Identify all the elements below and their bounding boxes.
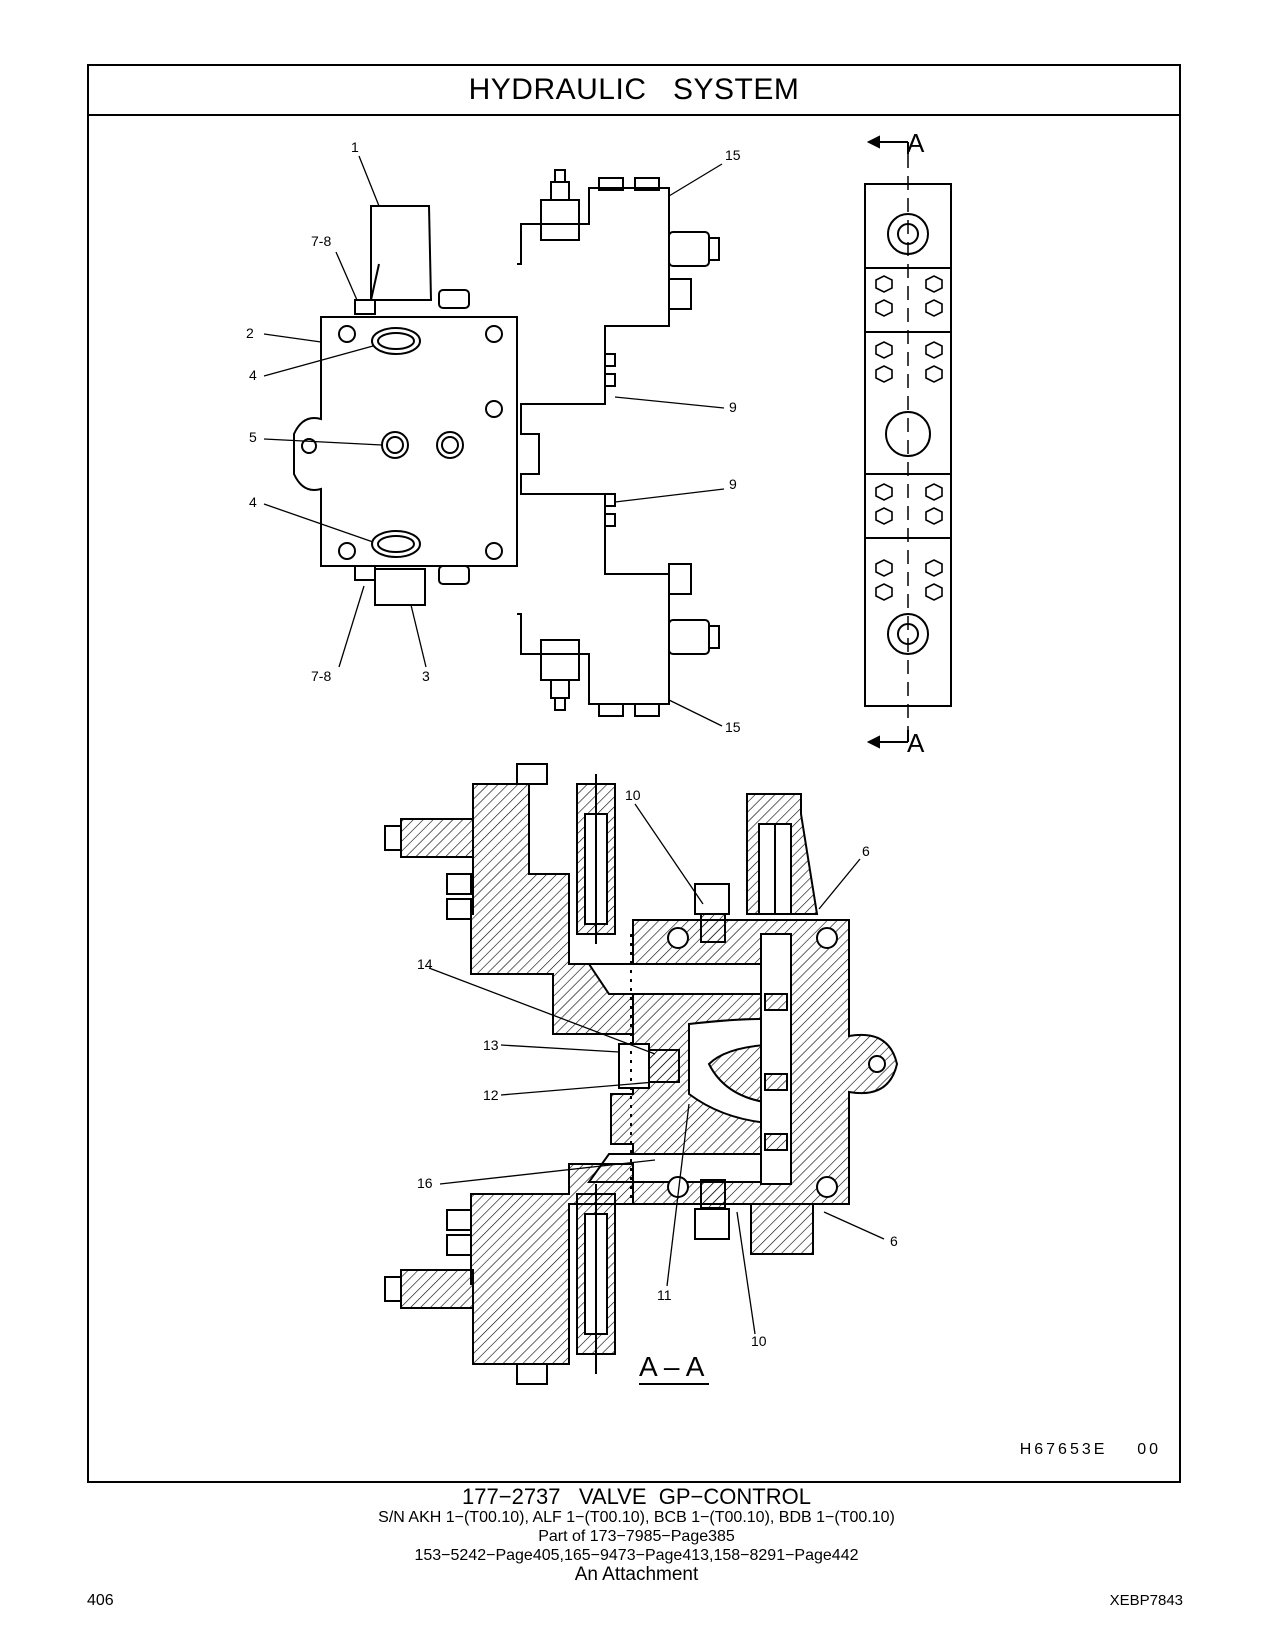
- valve-drawing: 1 7-8 2 4 5 4 7-8 3 15 15 9 9 10 6 14 13…: [246, 128, 952, 1385]
- parts-diagram: 1 7-8 2 4 5 4 7-8 3 15 15 9 9 10 6 14 13…: [89, 114, 1179, 1481]
- callout-6-bottom: 6: [890, 1233, 898, 1249]
- leader-lines: [263, 155, 885, 1335]
- section-view-label: A – A: [639, 1351, 705, 1382]
- callout-12: 12: [483, 1087, 499, 1103]
- callout-16: 16: [417, 1175, 433, 1191]
- section-mark-bottom: A: [907, 728, 925, 758]
- drawing-code: H67653E 00: [1019, 1441, 1161, 1458]
- callout-3: 3: [422, 668, 430, 684]
- drawing-frame: HYDRAULIC SYSTEM: [87, 64, 1181, 1483]
- callout-7-8-bottom: 7-8: [311, 668, 331, 684]
- callout-6-top: 6: [862, 843, 870, 859]
- callout-15-top: 15: [725, 147, 741, 163]
- caption-serials: S/N AKH 1−(T00.10), ALF 1−(T00.10), BCB …: [378, 1509, 895, 1526]
- caption-title: 177−2737 VALVE GP−CONTROL: [462, 1484, 811, 1509]
- section-view: [384, 763, 899, 1385]
- callout-9-top: 9: [729, 399, 737, 415]
- main-body: [293, 316, 518, 567]
- callout-10-bottom: 10: [751, 1333, 767, 1349]
- callout-11: 11: [657, 1287, 672, 1303]
- caption-attachment: An Attachment: [574, 1564, 699, 1585]
- callout-4-top: 4: [249, 367, 257, 383]
- callout-2: 2: [246, 325, 254, 341]
- callout-4-bottom: 4: [249, 494, 257, 510]
- callout-5: 5: [249, 429, 257, 445]
- callout-14: 14: [417, 956, 433, 972]
- caption-part-of: Part of 173−7985−Page385: [538, 1528, 735, 1545]
- callout-10-top: 10: [625, 787, 641, 803]
- page-title: HYDRAULIC SYSTEM: [89, 66, 1179, 116]
- page-number: 406: [87, 1592, 114, 1609]
- callout-9-bottom: 9: [729, 476, 737, 492]
- side-view: [864, 135, 952, 749]
- callout-15-bottom: 15: [725, 719, 741, 735]
- section-body: [517, 187, 670, 705]
- callout-1: 1: [351, 139, 359, 155]
- callout-7-8-top: 7-8: [311, 233, 331, 249]
- solenoid-top: [370, 205, 433, 301]
- caption: 177−2737 VALVE GP−CONTROL S/N AKH 1−(T00…: [0, 1486, 1273, 1585]
- front-view: [293, 169, 720, 717]
- callout-13: 13: [483, 1037, 499, 1053]
- document-code: XEBP7843: [1109, 1592, 1183, 1609]
- section-mark-top: A: [907, 128, 925, 158]
- caption-pages: 153−5242−Page405,165−9473−Page413,158−82…: [414, 1547, 859, 1564]
